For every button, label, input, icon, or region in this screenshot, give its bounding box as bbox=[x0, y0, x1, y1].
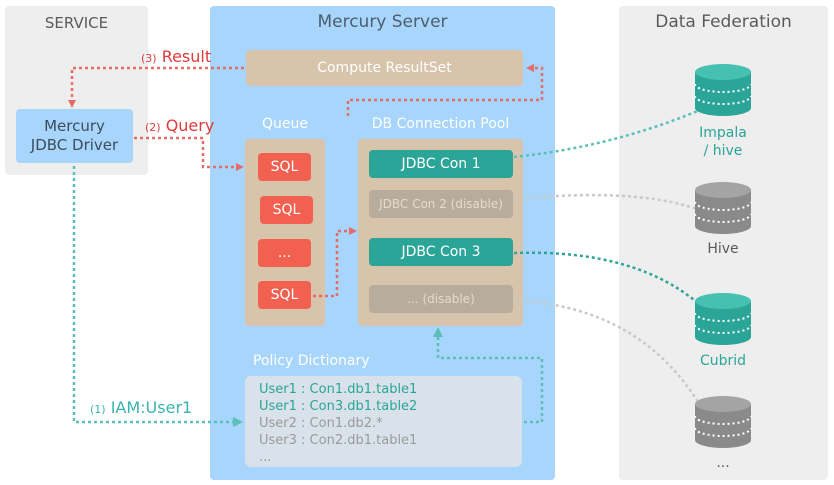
result-arrow bbox=[68, 66, 244, 108]
result-step: (3) bbox=[141, 52, 157, 65]
iam-arrow bbox=[72, 166, 243, 427]
con2-to-hive-line bbox=[513, 193, 701, 212]
hive-database-icon bbox=[694, 182, 752, 234]
jdbc-connection-3: JDBC Con 3 bbox=[369, 238, 513, 266]
policy-dictionary-title: Policy Dictionary bbox=[253, 353, 370, 369]
result-step-label: (3) Result bbox=[141, 47, 211, 66]
mercury-server-title: Mercury Server bbox=[317, 12, 448, 32]
connection-pool-title: DB Connection Pool bbox=[371, 116, 510, 132]
data-federation-title: Data Federation bbox=[655, 12, 792, 32]
query-step: (2) bbox=[145, 121, 161, 134]
impala-database-icon bbox=[694, 64, 752, 116]
compute-resultset-label: Compute ResultSet bbox=[317, 60, 452, 76]
query-step-label: (2) Query bbox=[145, 116, 214, 135]
queue-item-ellipsis: ... bbox=[258, 239, 311, 267]
policy-line: User1 : Con3.db1.table2 bbox=[259, 399, 418, 414]
service-title: SERVICE bbox=[44, 14, 109, 32]
con3-to-cubrid-line bbox=[513, 251, 701, 306]
queue-to-pool-arrow bbox=[313, 227, 357, 298]
iam-step-label: (1) IAM:User1 bbox=[90, 398, 192, 417]
jdbc-connection-more-disabled: ... (disable) bbox=[369, 285, 513, 313]
iam-label: IAM:User1 bbox=[110, 398, 193, 417]
queue-item-sql: SQL bbox=[260, 196, 313, 224]
policy-lines: User1 : Con1.db1.table1 User1 : Con3.db1… bbox=[259, 381, 417, 466]
query-label: Query bbox=[165, 116, 215, 135]
hive-label: Hive bbox=[707, 241, 739, 257]
iam-step: (1) bbox=[90, 403, 106, 416]
more-to-db-line bbox=[513, 298, 702, 406]
queue-item-sql: SQL bbox=[258, 281, 311, 309]
result-label: Result bbox=[161, 47, 212, 66]
pool-to-compute-arrow bbox=[346, 64, 544, 116]
policy-line: User1 : Con1.db1.table1 bbox=[259, 382, 418, 397]
query-arrow bbox=[134, 136, 244, 171]
more-database-label: ... bbox=[716, 455, 730, 471]
more-database-icon bbox=[694, 396, 752, 448]
queue-title: Queue bbox=[262, 116, 308, 132]
policy-line: User3 : Con2.db1.table1 bbox=[259, 433, 418, 448]
jdbc-connection-2-disabled: JDBC Con 2 (disable) bbox=[369, 190, 513, 218]
cubrid-label: Cubrid bbox=[699, 353, 747, 369]
policy-line: ... bbox=[259, 450, 272, 465]
impala-hive-label: Impala / hive bbox=[699, 125, 747, 159]
cubrid-database-icon bbox=[694, 293, 752, 345]
con1-to-impala-line bbox=[513, 108, 701, 159]
jdbc-connection-1: JDBC Con 1 bbox=[369, 150, 513, 178]
jdbc-driver-label: Mercury JDBC Driver bbox=[30, 117, 119, 154]
queue-item-sql: SQL bbox=[258, 153, 311, 181]
policy-line: User2 : Con1.db2.* bbox=[259, 416, 383, 431]
compute-resultset-box: Compute ResultSet bbox=[246, 50, 523, 86]
jdbc-driver-box: Mercury JDBC Driver bbox=[16, 109, 133, 163]
policy-to-pool-arrow bbox=[433, 327, 544, 424]
policy-dictionary-box bbox=[245, 376, 522, 467]
